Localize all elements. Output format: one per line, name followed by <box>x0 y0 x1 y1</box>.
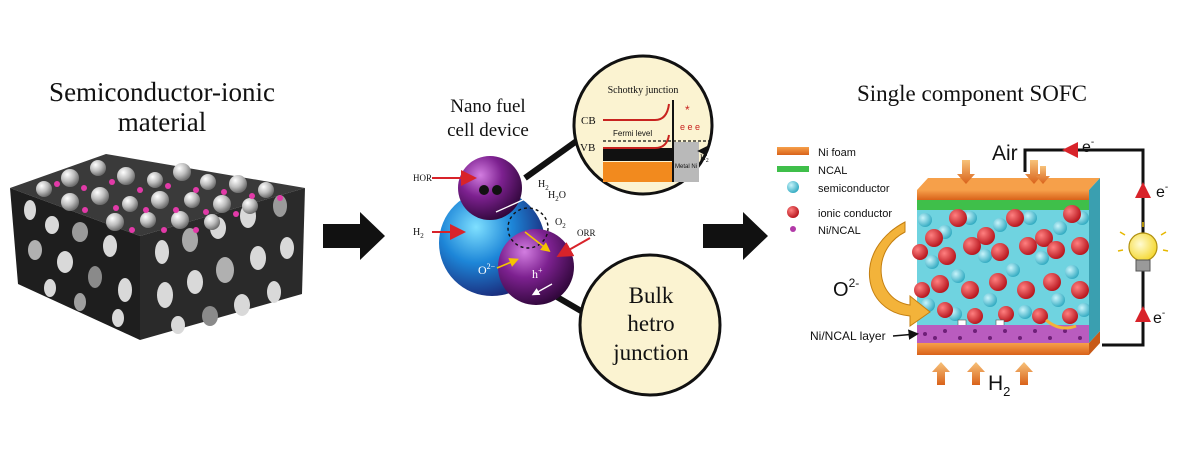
hor-label: HOR <box>413 173 432 183</box>
h2-inflow-arrows <box>932 362 1033 385</box>
orr-label: ORR <box>577 228 596 238</box>
schottky-junction-inset: Schottky junction Metal Ni CB VB Fermi l… <box>572 54 714 196</box>
composite-block-illustration <box>10 154 305 340</box>
o2-minus-label: O2− <box>478 262 496 277</box>
flow-arrow-1 <box>323 212 385 260</box>
middle-panel: Nano fuel cell device HOR H2 H2 H2O O2 O… <box>413 54 722 397</box>
purple-sphere-right <box>498 229 574 305</box>
electron-label-top: e- <box>1082 137 1094 156</box>
left-title-line1: Semiconductor-ionic <box>49 77 275 107</box>
electron-label-mid: e- <box>1156 182 1168 201</box>
o2-minus-cell-label: O2- <box>833 276 859 301</box>
h2-top-label: H2 <box>538 179 549 192</box>
legend-ni-ncal: Ni/NCAL <box>818 225 861 237</box>
fermi-level-label: Fermi level <box>613 129 652 138</box>
hole-label: h+ <box>532 266 543 281</box>
external-circuit <box>1023 148 1145 347</box>
right-title: Single component SOFC <box>857 81 1087 106</box>
h2-label: H2 <box>988 372 1010 399</box>
h2-left-label: H2 <box>413 227 424 240</box>
legend: Ni foam NCAL semiconductor ionic conduct… <box>777 147 892 237</box>
left-panel: Semiconductor-ionic material <box>10 77 305 340</box>
h2o-label: H2O <box>548 190 566 203</box>
o2-label: O2 <box>555 217 566 230</box>
electron-label-bottom: e- <box>1153 308 1165 327</box>
legend-semiconductor: semiconductor <box>818 183 890 195</box>
bulk-line1: Bulk <box>629 283 674 308</box>
right-panel: Single component SOFC Ni foam NCAL semic… <box>777 81 1168 399</box>
middle-title-line1: Nano fuel <box>450 96 525 117</box>
flow-arrow-2 <box>703 212 768 260</box>
middle-title-line2: cell device <box>447 120 529 141</box>
legend-ni-foam: Ni foam <box>818 147 856 159</box>
electrons-row: e e e <box>680 122 700 132</box>
schottky-h2-label: H2 <box>700 153 709 164</box>
air-label: Air <box>992 142 1018 165</box>
air-inflow-arrows <box>957 160 1050 184</box>
barrier-mark: * <box>685 103 690 117</box>
cb-label: CB <box>581 115 596 127</box>
bulk-junction-inset: Bulk hetro junction <box>578 253 722 397</box>
fuel-cell-stack <box>912 178 1100 355</box>
left-title-line2: material <box>118 107 206 137</box>
ionic-conductor-particles <box>912 205 1089 324</box>
purple-sphere-top <box>458 156 522 220</box>
oxygen-ion-flow-arrow <box>869 221 931 327</box>
legend-ionic-conductor: ionic conductor <box>818 208 892 220</box>
ni-ncal-layer-label: Ni/NCAL layer <box>810 329 886 343</box>
legend-ncal: NCAL <box>818 165 847 177</box>
bulk-line2: hetro <box>627 311 674 336</box>
vb-label: VB <box>580 142 595 154</box>
lightbulb-icon <box>1117 222 1169 272</box>
schottky-title: Schottky junction <box>608 85 679 96</box>
bulk-line3: junction <box>612 340 689 365</box>
metal-ni-label: Metal Ni <box>675 164 697 170</box>
